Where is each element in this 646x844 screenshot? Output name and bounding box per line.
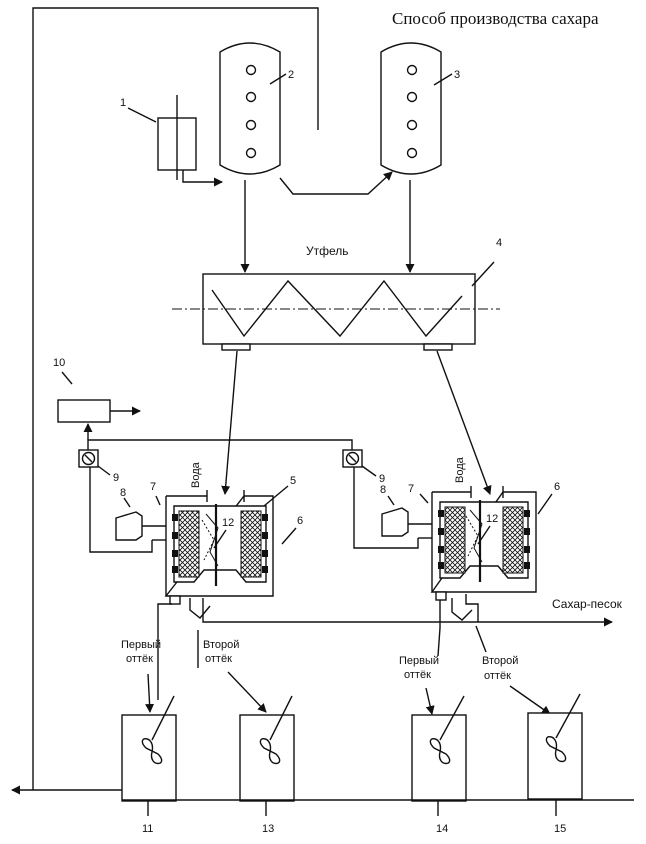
water-label-right: Вода	[454, 456, 466, 483]
vacuum-pan-3: 3	[381, 43, 460, 174]
diagram-title: Способ производства сахара	[392, 9, 599, 28]
label-2: 2	[288, 69, 294, 81]
tank-1: 1	[120, 95, 222, 182]
label-13: 13	[262, 823, 274, 835]
label-15: 15	[554, 823, 566, 835]
second-runoff-left-2: оттёк	[205, 653, 232, 665]
first-runoff-left-2: оттёк	[126, 653, 153, 665]
first-runoff-right-2: оттёк	[404, 669, 431, 681]
sugar-label: Сахар-песок	[552, 597, 623, 611]
label-6-left: 6	[297, 515, 303, 527]
centrifuge-right: 9 8 7 Вода 6 12	[343, 450, 560, 592]
first-runoff-left-1: Первый	[121, 639, 161, 651]
label-9-left: 9	[113, 472, 119, 484]
arrow-mixer-to-left-centrifuge	[225, 351, 237, 494]
tank-11: 11	[122, 696, 176, 835]
label-12-left: 12	[222, 517, 234, 529]
left-outlets: Первый оттёк Второй оттёк	[121, 596, 266, 712]
pipe-2-to-3	[280, 172, 392, 194]
vacuum-pan-2: 2	[220, 43, 294, 174]
second-runoff-right-1: Второй	[482, 655, 518, 667]
tank-14: 14	[412, 696, 466, 835]
label-7-left: 7	[150, 481, 156, 493]
centrifuge-left: 9 8 7 Вода 6 5 12	[79, 450, 303, 596]
label-1: 1	[120, 97, 126, 109]
massecuite-label: Утфель	[306, 244, 349, 258]
label-4: 4	[496, 237, 502, 249]
sugar-output-line: Сахар-песок	[203, 594, 623, 622]
label-12-right: 12	[486, 513, 498, 525]
second-runoff-right-2: оттёк	[484, 670, 511, 682]
second-runoff-left-1: Второй	[203, 639, 239, 651]
label-7-right: 7	[408, 483, 414, 495]
label-14: 14	[436, 823, 448, 835]
first-runoff-right-1: Первый	[399, 655, 439, 667]
label-10: 10	[53, 357, 65, 369]
label-5: 5	[290, 475, 296, 487]
controller-10: 10	[53, 357, 140, 422]
tank-13: 13	[240, 696, 294, 835]
label-6-right: 6	[554, 481, 560, 493]
tank-15: 15	[528, 694, 582, 835]
right-outlets: Первый оттёк Второй оттёк	[399, 592, 550, 714]
label-11: 11	[142, 823, 153, 835]
label-8-right: 8	[380, 484, 386, 496]
label-8-left: 8	[120, 487, 126, 499]
water-label-left: Вода	[190, 461, 202, 488]
label-3: 3	[454, 69, 460, 81]
mixer-4: Утфель 4	[172, 237, 502, 350]
signal-line	[88, 440, 352, 450]
